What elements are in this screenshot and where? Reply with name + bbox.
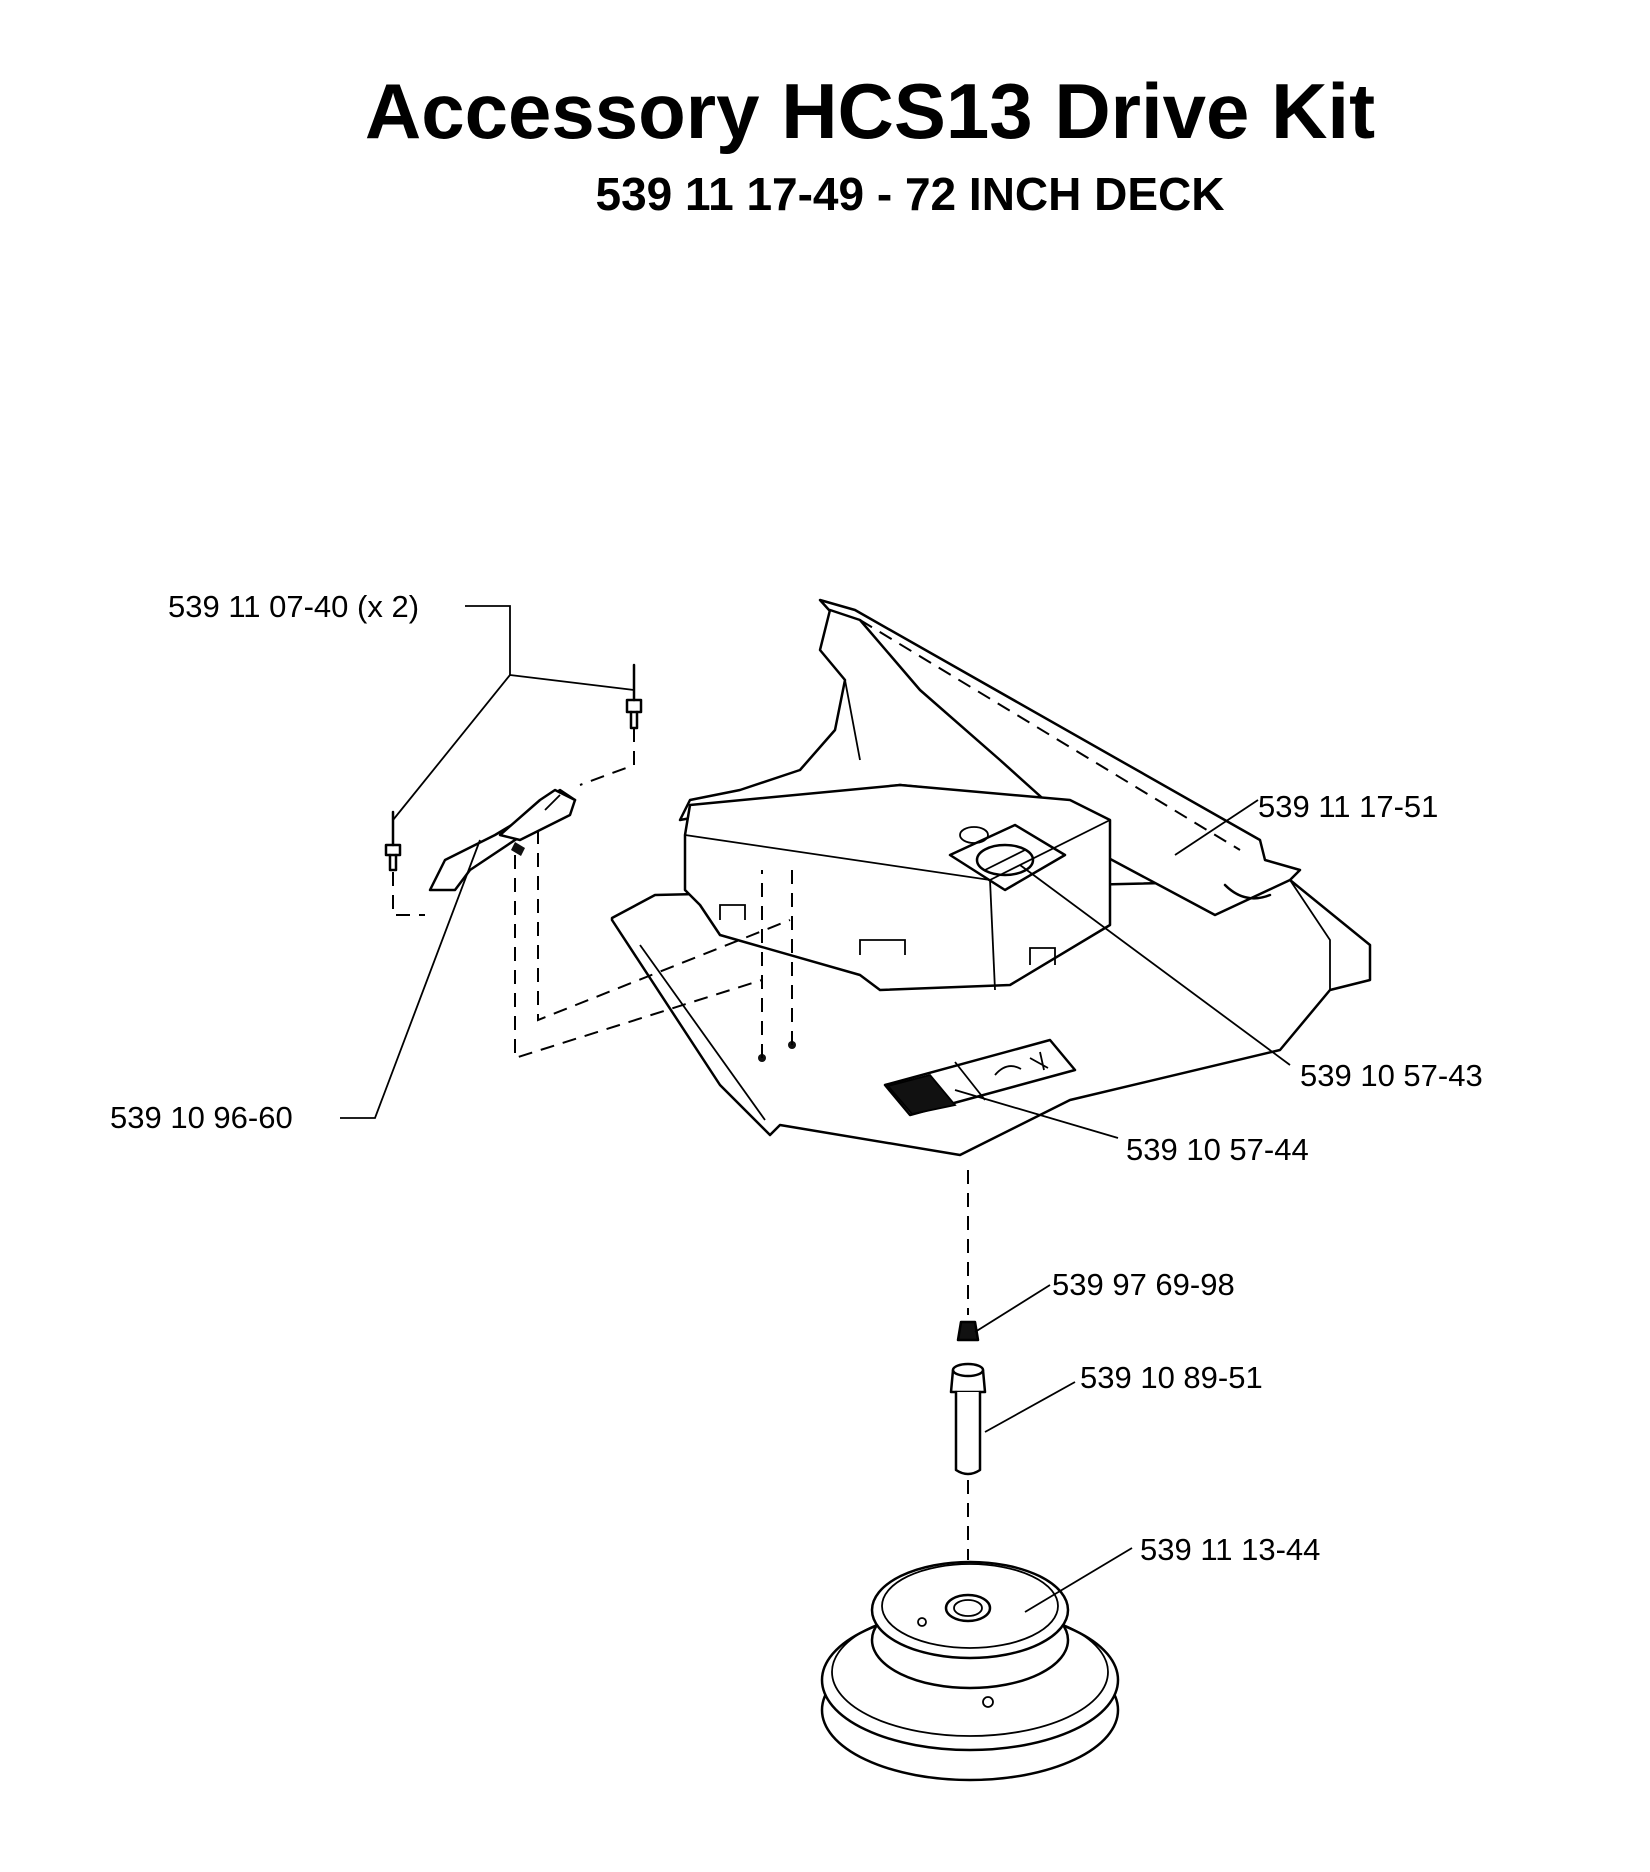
assembly-lines-bracket [392,728,793,1060]
callout-pulley: 539 11 13-44 [1140,1532,1320,1567]
rect-decal-drawing [883,1038,1077,1117]
page-subtitle: 539 11 17-49 - 72 INCH DECK [596,168,1225,220]
callout-cover: 539 11 17-51 [1258,789,1438,824]
pulley-drawing [820,1560,1120,1782]
callout-decal-rect: 539 10 57-44 [1126,1132,1309,1167]
belt-cover-drawing [610,598,1372,1157]
callout-bolt: 539 10 89-51 [1080,1360,1263,1395]
leader-lines [340,605,1291,1613]
rivet-right-drawing [625,663,643,730]
nut-drawing [956,1320,980,1342]
bracket-drawing [428,788,577,892]
bolt-drawing [949,1362,987,1476]
callout-nut: 539 97 69-98 [1052,1267,1235,1302]
callout-bracket: 539 10 96-60 [110,1100,293,1135]
rivet-left-drawing [384,810,402,872]
page-title: Accessory HCS13 Drive Kit [365,67,1375,155]
callout-rivet: 539 11 07-40 (x 2) [168,589,419,624]
callout-decal-round: 539 10 57-43 [1300,1058,1483,1093]
round-decal-drawing [948,823,1067,892]
